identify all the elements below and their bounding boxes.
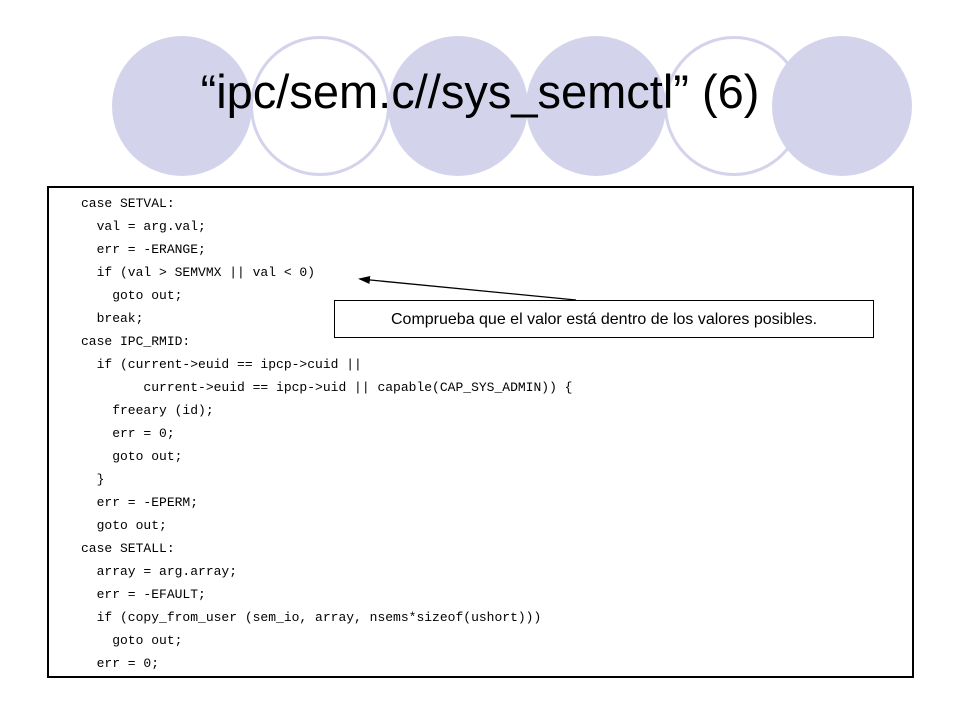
code-line: err = 0; xyxy=(81,426,175,441)
decor-circle-6 xyxy=(772,36,912,176)
code-line: break; xyxy=(81,311,144,326)
code-line: err = 0; xyxy=(81,656,160,671)
code-line: if (copy_from_user (sem_io, array, nsems… xyxy=(81,610,542,625)
code-line: current->euid == ipcp->uid || capable(CA… xyxy=(81,380,573,395)
code-line: goto out; xyxy=(81,449,183,464)
code-line: if (current->euid == ipcp->cuid || xyxy=(81,357,362,372)
code-line: goto out; xyxy=(81,288,183,303)
code-line: err = -EPERM; xyxy=(81,495,199,510)
callout-note: Comprueba que el valor está dentro de lo… xyxy=(334,300,874,338)
decor-circle-4 xyxy=(526,36,666,176)
decor-circle-1 xyxy=(112,36,252,176)
slide-title: “ipc/sem.c//sys_semctl” (6) xyxy=(200,65,760,118)
code-line: array = arg.array; xyxy=(81,564,238,579)
code-line: } xyxy=(81,472,105,487)
code-line: case SETVAL: xyxy=(81,196,175,211)
code-line: case IPC_RMID: xyxy=(81,334,191,349)
code-line: case SETALL: xyxy=(81,541,175,556)
decor-circle-2 xyxy=(250,36,390,176)
code-block: case SETVAL: val = arg.val; err = -ERANG… xyxy=(47,186,914,678)
code-line: err = -ERANGE; xyxy=(81,242,206,257)
code-line: if (val > SEMVMX || val < 0) xyxy=(81,265,316,280)
code-line: val = arg.val; xyxy=(81,219,206,234)
decor-circle-3 xyxy=(388,36,528,176)
code-line: freeary (id); xyxy=(81,403,214,418)
code-line: goto out; xyxy=(81,518,167,533)
code-line: goto out; xyxy=(81,633,183,648)
code-line: err = -EFAULT; xyxy=(81,587,206,602)
